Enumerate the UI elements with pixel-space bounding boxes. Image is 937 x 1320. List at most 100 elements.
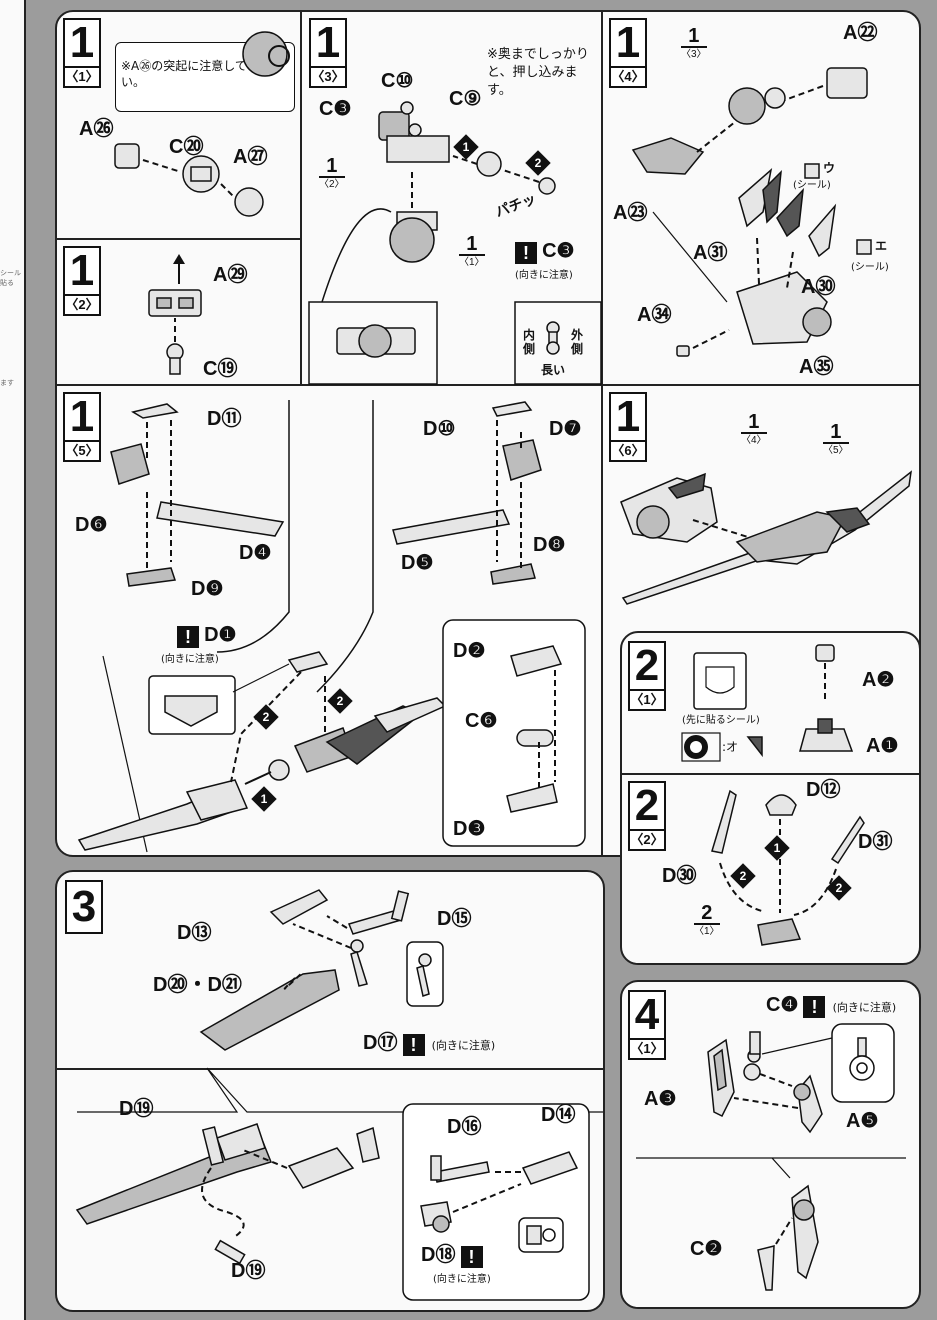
label-a22: A㉒ (843, 22, 878, 44)
edge-text-3: ます (0, 379, 14, 387)
label-d12: D⑫ (806, 779, 841, 801)
label-a29: A㉙ (213, 264, 248, 286)
step-1-6-badge: 1 〈6〉 (609, 392, 647, 462)
ref-1-2: 1 〈2〉 (319, 155, 345, 190)
ref-1-3: 1 〈3〉 (681, 25, 707, 60)
label-a3: A❸ (644, 1088, 677, 1110)
caution-text-d18: (向きに注意) (433, 1274, 491, 1285)
label-d19-top: D⑲ (119, 1098, 154, 1120)
label-c3-a: C❸ (319, 98, 352, 120)
step-1-6-drawing (620, 470, 913, 605)
label-d6: D❻ (75, 514, 108, 536)
label-a26: A㉖ (79, 118, 114, 140)
label-d3: D❸ (453, 818, 486, 840)
label-inner: 内側 (523, 328, 536, 356)
label-d20-d21: D⑳・D㉑ (153, 974, 242, 996)
note-push: ※奥までしっかりと、押し込みます。 (487, 47, 589, 98)
label-d8: D❽ (533, 534, 566, 556)
caution-text-d1: (向きに注意) (161, 654, 219, 665)
ref-1-5: 1 〈5〉 (823, 421, 849, 456)
step-2-2-badge: 2 〈2〉 (628, 781, 666, 851)
step-4-1-badge: 4 〈1〉 (628, 990, 666, 1060)
previous-page-edge: シール 貼る ます (0, 0, 26, 1320)
step-3-badge: 3 (65, 880, 103, 934)
label-a23: A㉓ (613, 202, 648, 224)
warning-icon: ! (460, 1245, 483, 1268)
label-c6: C❻ (465, 710, 498, 732)
label-d4: D❹ (239, 542, 272, 564)
step-2-1-badge: 2 〈1〉 (628, 641, 666, 711)
label-outer: 外側 (571, 328, 584, 356)
step-3-panel: 3 D⑬ D⑮ D⑳・D㉑ D⑰ (55, 870, 605, 1312)
edge-text-2: 貼る (0, 279, 14, 287)
warning-icon: ! (402, 1033, 425, 1056)
label-long: 長い (541, 363, 566, 377)
label-d30: D㉚ (662, 865, 697, 887)
label-d19-bottom: D⑲ (231, 1260, 266, 1282)
label-c10: C⑩ (381, 70, 414, 92)
step-1-4-badge: 1 〈4〉 (609, 18, 647, 88)
edge-text-1: シール (0, 269, 21, 277)
label-a5: A❺ (846, 1110, 879, 1132)
label-a31: A㉛ (693, 242, 728, 264)
label-d11: D⑪ (207, 408, 242, 430)
step-1-5-drawing (77, 400, 586, 853)
label-d31: D㉛ (858, 831, 893, 853)
label-d15: D⑮ (437, 908, 472, 930)
label-d13: D⑬ (177, 922, 212, 944)
seal-key-o: :オ (722, 740, 739, 754)
step-1-1-badge: 1 〈1〉 (63, 18, 101, 88)
caution-c3: ! C❸ (515, 240, 574, 264)
warning-icon: ! (515, 241, 537, 264)
label-a2: A❷ (862, 669, 895, 691)
label-c19: C⑲ (203, 358, 238, 380)
label-a27: A㉗ (233, 146, 268, 168)
warning-icon: ! (803, 995, 826, 1018)
seq-2-left: 2 (730, 863, 756, 889)
step-1-5-badge: 1 〈5〉 (63, 392, 101, 462)
label-c20: C⑳ (169, 136, 204, 158)
label-c9: C⑨ (449, 88, 482, 110)
label-a1: A❶ (866, 735, 899, 757)
caution-d1: ! D❶ (177, 624, 236, 648)
step-2-panel: 2 〈1〉 A❷ A❶ (先に貼るシール) :オ 2 〈2〉 D⑫ D㉛ D㉚ … (620, 631, 921, 965)
seal-e-key: エ (875, 239, 888, 253)
label-a30: A㉚ (801, 276, 836, 298)
step-1-3-badge: 1 〈3〉 (309, 18, 347, 88)
label-d7: D❼ (549, 418, 582, 440)
seal-u-text: (シール) (793, 180, 831, 191)
step-1-2-drawing (148, 254, 202, 375)
step-2-1-drawing (681, 644, 854, 762)
step-1-1-drawing (114, 31, 290, 217)
seal-first-note: (先に貼るシール) (682, 715, 760, 726)
label-d5: D❺ (401, 552, 434, 574)
ref-1-4: 1 〈4〉 (741, 411, 767, 446)
caution-d18: D⑱ ! (421, 1244, 483, 1268)
label-c2: C❷ (690, 1238, 723, 1260)
label-d16: D⑯ (447, 1116, 482, 1138)
step-3-drawing (75, 889, 603, 1301)
seq-1: 1 (764, 835, 790, 861)
label-a35: A㉟ (799, 356, 834, 378)
step-1-2-badge: 1 〈2〉 (63, 246, 101, 316)
step-1-panel: 1 〈1〉 ※A㉖の突起に注意してください。 A㉖ C⑳ A㉗ 1 〈2〉 A㉙… (55, 10, 921, 857)
seal-e-text: (シール) (851, 262, 889, 273)
step-4-1-drawing (636, 1023, 906, 1291)
label-d10: D⑩ (423, 418, 456, 440)
label-d14: D⑭ (541, 1104, 576, 1126)
caution-d17: D⑰ ! (向きに注意) (363, 1032, 496, 1056)
label-a34: A㉞ (637, 304, 672, 326)
label-d9: D❾ (191, 578, 224, 600)
ref-2-1: 2 〈1〉 (694, 902, 720, 937)
note-a26: ※A㉖の突起に注意してください。 (121, 59, 283, 89)
label-d2: D❷ (453, 640, 486, 662)
caution-c4: C❹ ! (向きに注意) (766, 994, 897, 1018)
seq-2-right: 2 (826, 875, 852, 901)
caution-text-c3: (向きに注意) (515, 270, 573, 281)
seal-u-key: ウ (823, 161, 836, 175)
step-1-3-drawing (308, 101, 602, 385)
step-1-4-drawing (631, 67, 872, 357)
warning-icon: ! (177, 625, 199, 648)
step-2-2-drawing (711, 789, 865, 946)
step-4-panel: 4 〈1〉 C❹ ! (向きに注意) A❸ A❺ C❷ (620, 980, 921, 1309)
